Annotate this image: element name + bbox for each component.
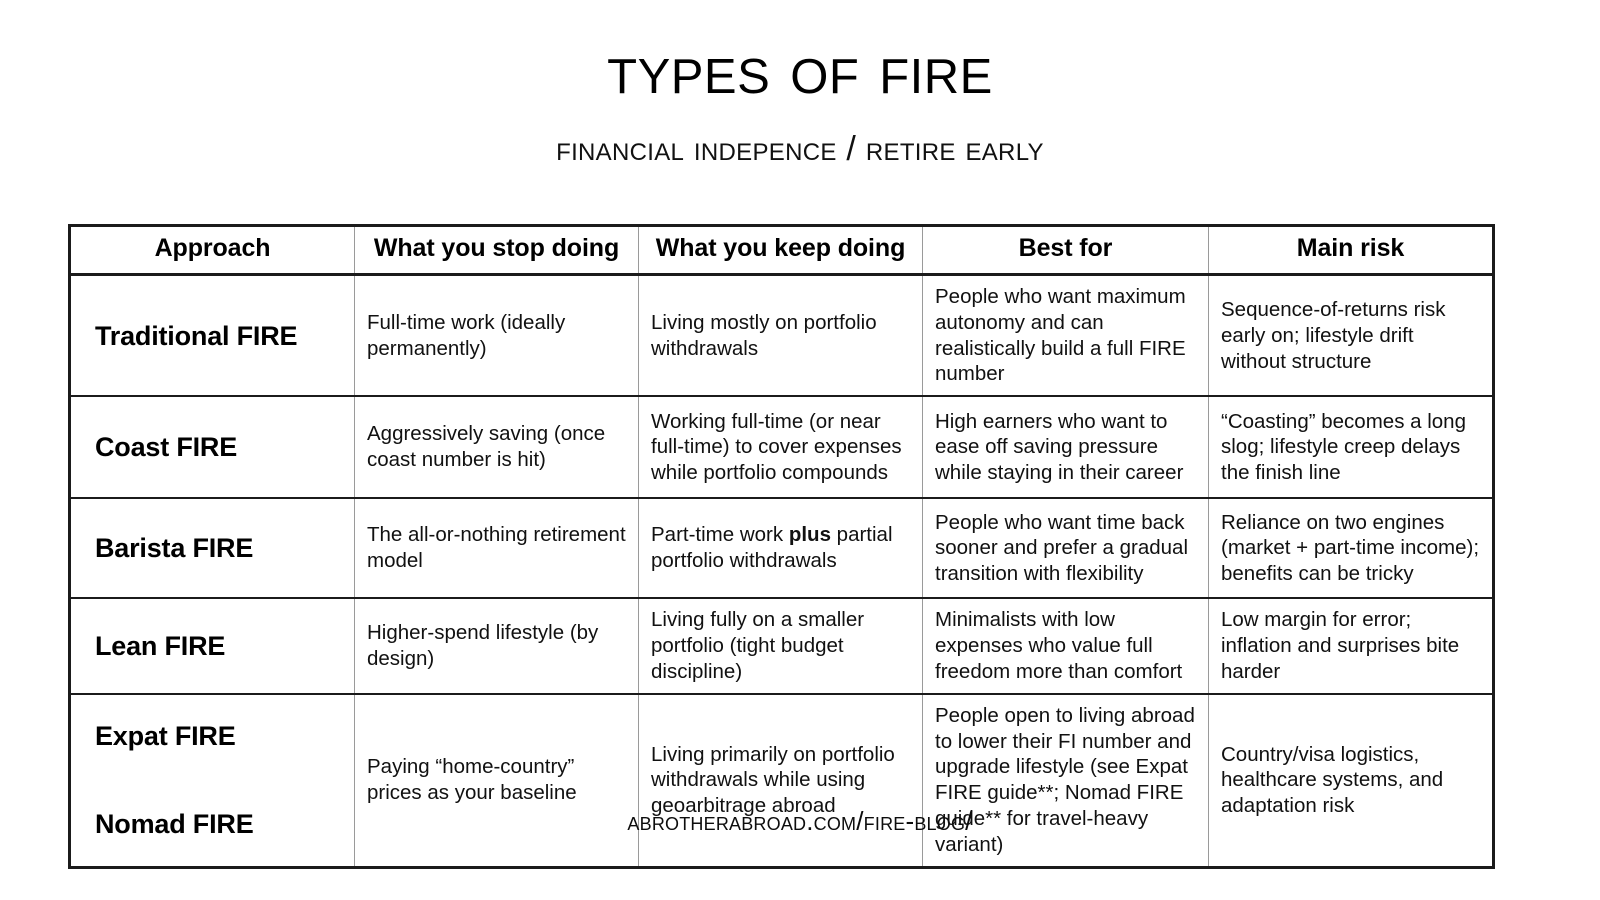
keep-doing-text-pre: Working full-time (or near full-time) to… xyxy=(651,409,902,485)
table-row: Traditional FIRE Full-time work (ideally… xyxy=(69,274,1494,398)
approach-name: Barista FIRE xyxy=(95,533,254,564)
column-header-best-for: Best for xyxy=(922,225,1209,276)
cell-keep-doing: Part-time work plus partial portfolio wi… xyxy=(638,498,923,600)
cell-keep-doing: Living mostly on portfolio withdrawals xyxy=(638,274,923,398)
cell-main-risk: “Coasting” becomes a long slog; lifestyl… xyxy=(1208,396,1494,500)
column-header-what-you-stop-doing: What you stop doing xyxy=(354,225,639,276)
table-header-row: Approach What you stop doing What you ke… xyxy=(69,225,1494,276)
column-header-approach: Approach xyxy=(69,225,355,276)
cell-best-for: Minimalists with low expenses who value … xyxy=(922,598,1209,695)
cell-best-for: People who want time back sooner and pre… xyxy=(922,498,1209,600)
cell-keep-doing: Living primarily on portfolio withdrawal… xyxy=(638,693,923,868)
cell-stop-doing: Aggressively saving (once coast number i… xyxy=(354,396,639,500)
table-row: Expat FIRE Nomad FIRE Paying “home-count… xyxy=(69,693,1494,868)
approach-name-alt: Nomad FIRE xyxy=(95,809,254,840)
keep-doing-text-pre: Part-time work xyxy=(651,523,789,547)
cell-approach: Expat FIRE Nomad FIRE xyxy=(69,693,355,868)
keep-doing-text-pre: Living fully on a smaller portfolio (tig… xyxy=(651,608,865,683)
cell-main-risk: Reliance on two engines (market + part-t… xyxy=(1208,498,1494,600)
keep-doing-text-emphasis: plus xyxy=(788,523,831,547)
cell-stop-doing: The all-or-nothing retirement model xyxy=(354,498,639,600)
page-subtitle: Financial Indepence / Retire Early xyxy=(556,130,1044,168)
table-body: Traditional FIRE Full-time work (ideally… xyxy=(69,274,1494,868)
approach-name: Expat FIRE xyxy=(95,721,236,752)
cell-best-for: People who want maximum autonomy and can… xyxy=(922,274,1209,398)
cell-keep-doing: Living fully on a smaller portfolio (tig… xyxy=(638,598,923,695)
cell-approach: Traditional FIRE xyxy=(69,274,355,398)
keep-doing-text-pre: Living primarily on portfolio withdrawal… xyxy=(651,742,895,818)
page-title: Types of FIRE xyxy=(607,30,993,108)
cell-approach: Coast FIRE xyxy=(69,396,355,500)
cell-stop-doing: Paying “home-country” prices as your bas… xyxy=(354,693,639,868)
cell-approach: Barista FIRE xyxy=(69,498,355,600)
fire-types-table: Approach What you stop doing What you ke… xyxy=(68,224,1495,869)
cell-keep-doing: Working full-time (or near full-time) to… xyxy=(638,396,923,500)
keep-doing-text-pre: Living mostly on portfolio withdrawals xyxy=(651,310,877,360)
cell-best-for: People open to living abroad to lower th… xyxy=(922,693,1209,868)
approach-name: Lean FIRE xyxy=(95,631,226,662)
table-header: Approach What you stop doing What you ke… xyxy=(69,225,1494,276)
fire-types-table-wrapper: Approach What you stop doing What you ke… xyxy=(68,224,1495,869)
title-block: Types of FIRE Financial Indepence / Reti… xyxy=(0,0,1600,169)
table-row: Barista FIRE The all-or-nothing retireme… xyxy=(69,498,1494,600)
cell-stop-doing: Full-time work (ideally permanently) xyxy=(354,274,639,398)
keep-doing-text-post: partial portfolio withdrawals xyxy=(651,523,893,573)
table-row: Coast FIRE Aggressively saving (once coa… xyxy=(69,396,1494,500)
cell-best-for: High earners who want to ease off saving… xyxy=(922,396,1209,500)
column-header-main-risk: Main risk xyxy=(1208,225,1494,276)
table-row: Lean FIRE Higher-spend lifestyle (by des… xyxy=(69,598,1494,695)
approach-name: Coast FIRE xyxy=(95,432,238,463)
approach-name: Traditional FIRE xyxy=(95,320,298,351)
cell-main-risk: Low margin for error; inflation and surp… xyxy=(1208,598,1494,695)
cell-approach: Lean FIRE xyxy=(69,598,355,695)
footer-url: ABrotherAbroad.com/FIRE-Blog/ xyxy=(627,806,973,836)
column-header-what-you-keep-doing: What you keep doing xyxy=(638,225,923,276)
cell-stop-doing: Higher-spend lifestyle (by design) xyxy=(354,598,639,695)
cell-main-risk: Sequence-of-returns risk early on; lifes… xyxy=(1208,274,1494,398)
cell-main-risk: Country/visa logistics, healthcare syste… xyxy=(1221,742,1444,818)
